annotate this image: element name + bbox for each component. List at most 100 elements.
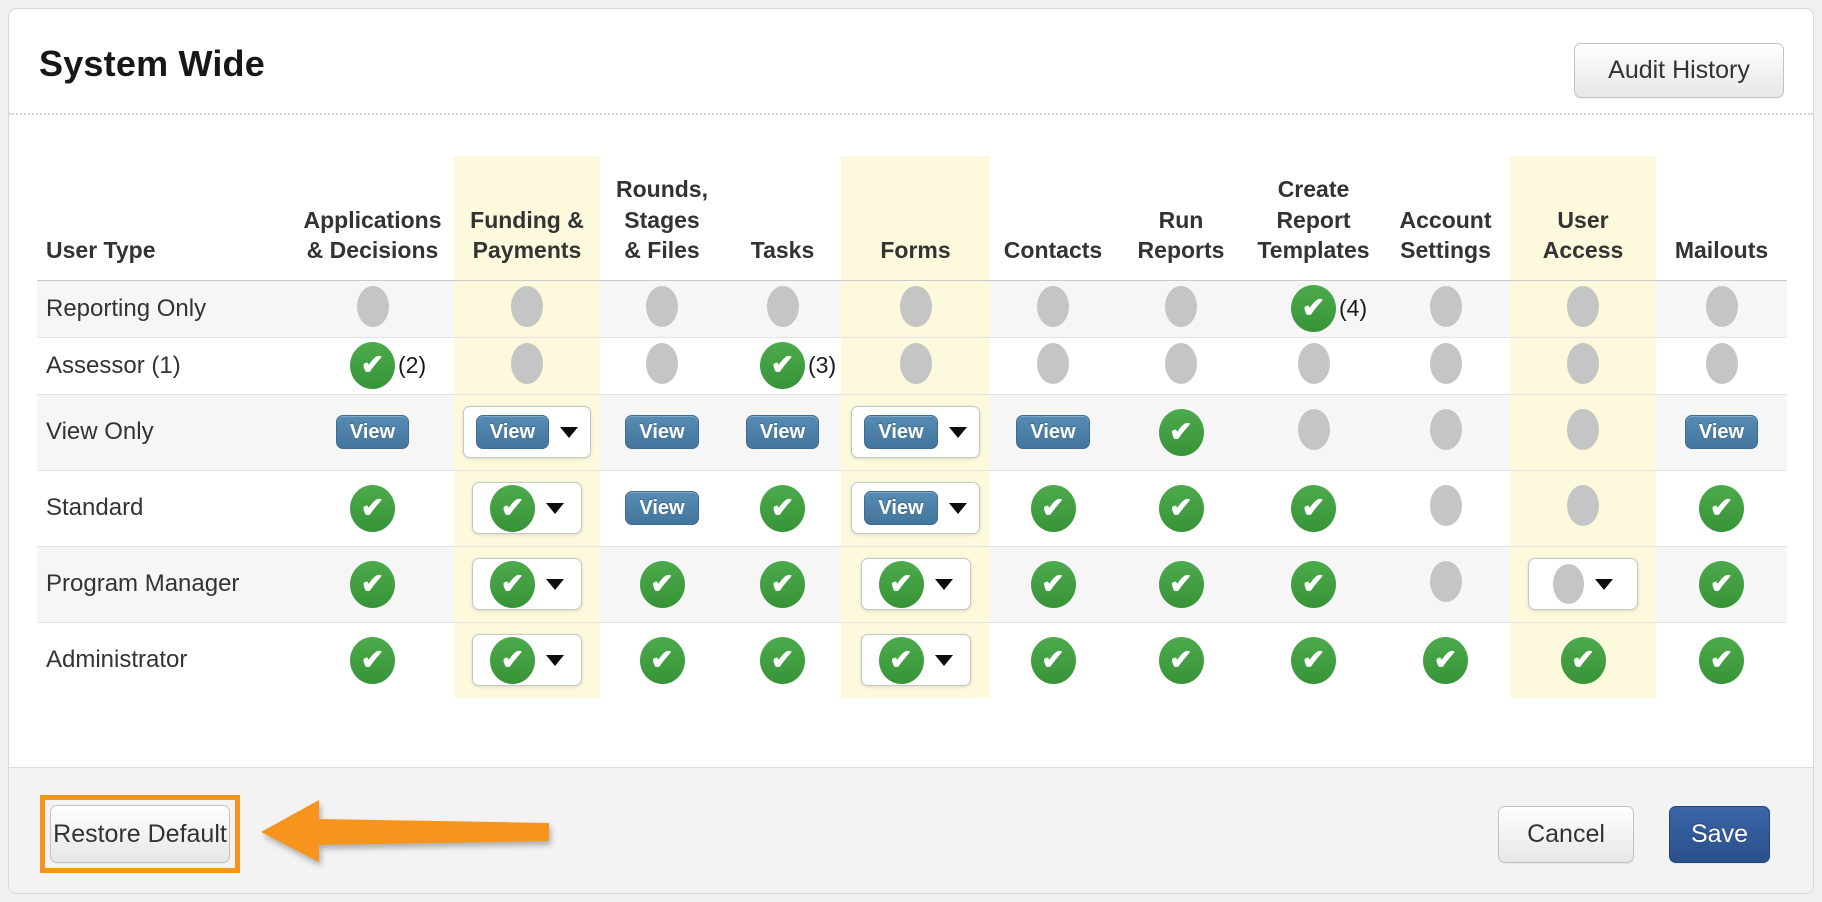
cell-create-report-templates: (4): [1246, 280, 1381, 337]
cell-rounds-stages-files: [600, 280, 724, 337]
allowed-check-icon[interactable]: [760, 560, 805, 608]
blocked-icon[interactable]: [1297, 342, 1330, 384]
allowed-check-icon[interactable]: [1291, 636, 1336, 684]
count-label: (2): [398, 352, 427, 378]
cell-contacts: [990, 469, 1116, 546]
blocked-icon[interactable]: [766, 285, 799, 327]
restore-default-button[interactable]: Restore Default: [50, 805, 230, 863]
permission-dropdown[interactable]: View: [462, 406, 592, 458]
column-header-run-reports: Run Reports: [1116, 156, 1246, 281]
cell-applications-decisions: View: [291, 393, 454, 470]
allowed-check-icon[interactable]: [1699, 636, 1744, 684]
blocked-icon[interactable]: [899, 285, 932, 327]
blocked-icon[interactable]: [1165, 342, 1197, 384]
allowed-check-icon: [490, 484, 535, 532]
view-badge[interactable]: View: [1016, 415, 1090, 449]
blocked-icon[interactable]: [1429, 409, 1462, 450]
cell-user-access: [1510, 469, 1656, 546]
cell-run-reports: [1116, 336, 1246, 394]
blocked-icon[interactable]: [1037, 342, 1069, 384]
allowed-check-icon[interactable]: [1030, 484, 1076, 532]
column-header-mailouts: Mailouts: [1656, 156, 1787, 281]
cell-run-reports: [1116, 621, 1246, 698]
blocked-icon[interactable]: [511, 342, 543, 384]
allowed-check-icon[interactable]: [1423, 636, 1468, 684]
cell-applications-decisions: [291, 469, 454, 546]
blocked-icon[interactable]: [1705, 342, 1738, 384]
blocked-icon[interactable]: [899, 342, 932, 384]
cell-user-access: [1510, 280, 1656, 337]
view-badge[interactable]: View: [335, 415, 410, 449]
caret-down-icon: [934, 654, 953, 666]
allowed-check-icon[interactable]: [1158, 560, 1204, 608]
permission-dropdown[interactable]: [860, 634, 971, 687]
view-badge[interactable]: View: [745, 415, 820, 449]
permission-dropdown[interactable]: [472, 634, 582, 687]
permission-dropdown[interactable]: View: [851, 406, 980, 458]
allowed-check-icon[interactable]: [760, 636, 805, 684]
blocked-icon[interactable]: [1429, 485, 1462, 526]
blocked-icon[interactable]: [356, 285, 389, 327]
caret-down-icon: [1595, 578, 1613, 590]
table-row: View OnlyViewViewViewViewViewViewView: [37, 393, 1787, 470]
allowed-check-icon[interactable]: [1158, 636, 1204, 684]
allowed-check-icon[interactable]: [1030, 636, 1076, 684]
view-badge: View: [864, 415, 938, 449]
cell-mailouts: [1656, 469, 1787, 546]
permission-dropdown[interactable]: [472, 482, 582, 534]
allowed-check-icon[interactable]: [1699, 560, 1744, 608]
blocked-icon[interactable]: [646, 342, 678, 384]
allowed-check-icon[interactable]: [1158, 484, 1204, 532]
allowed-check-icon[interactable]: [1560, 636, 1606, 684]
blocked-icon[interactable]: [1567, 285, 1599, 327]
allowed-check-icon[interactable]: [760, 342, 805, 389]
blocked-icon[interactable]: [1567, 342, 1599, 384]
cell-contacts: [990, 280, 1116, 337]
allowed-check-icon[interactable]: [760, 484, 805, 532]
permission-dropdown[interactable]: [860, 558, 971, 610]
allowed-check-icon[interactable]: [350, 484, 395, 532]
view-badge[interactable]: View: [625, 491, 699, 525]
view-badge[interactable]: View: [625, 415, 699, 449]
blocked-icon[interactable]: [1297, 409, 1330, 450]
audit-history-button[interactable]: Audit History: [1574, 43, 1784, 98]
row-label: Program Manager: [37, 545, 291, 622]
blocked-icon[interactable]: [1037, 285, 1069, 327]
permission-dropdown[interactable]: [1528, 558, 1638, 610]
count-label: (3): [808, 352, 837, 378]
blocked-icon[interactable]: [1429, 285, 1462, 327]
permission-dropdown[interactable]: View: [851, 482, 980, 534]
cell-forms: [841, 545, 990, 622]
allowed-check-icon[interactable]: [639, 636, 685, 684]
allowed-check-icon[interactable]: [350, 560, 395, 608]
blocked-icon[interactable]: [646, 285, 678, 327]
blocked-icon[interactable]: [1567, 485, 1599, 526]
blocked-icon[interactable]: [1705, 285, 1738, 327]
allowed-check-icon[interactable]: [1291, 560, 1336, 608]
blocked-icon[interactable]: [1429, 342, 1462, 384]
allowed-check-icon[interactable]: [1030, 560, 1076, 608]
blocked-icon[interactable]: [1165, 285, 1197, 327]
allowed-check-icon[interactable]: [350, 342, 395, 389]
allowed-check-icon[interactable]: [1699, 484, 1744, 532]
allowed-check-icon[interactable]: [350, 636, 395, 684]
cell-tasks: [724, 621, 841, 698]
blocked-icon[interactable]: [511, 285, 543, 327]
column-header-create-report-templates: Create Report Templates: [1246, 156, 1381, 281]
save-button[interactable]: Save: [1669, 806, 1770, 863]
cancel-button[interactable]: Cancel: [1498, 806, 1634, 863]
allowed-check-icon[interactable]: [639, 560, 685, 608]
allowed-check-icon[interactable]: [1291, 484, 1336, 532]
permission-dropdown[interactable]: [472, 558, 582, 610]
blocked-icon[interactable]: [1567, 409, 1599, 450]
page-title: System Wide: [39, 43, 265, 84]
cell-user-access: [1510, 621, 1656, 698]
row-label: Assessor (1): [37, 336, 291, 394]
column-header-contacts: Contacts: [990, 156, 1116, 281]
allowed-check-icon[interactable]: [1291, 285, 1336, 332]
blocked-icon[interactable]: [1429, 561, 1462, 602]
column-header-applications-decisions: Applications & Decisions: [291, 156, 454, 281]
view-badge[interactable]: View: [1684, 415, 1759, 449]
allowed-check-icon[interactable]: [1158, 408, 1204, 456]
